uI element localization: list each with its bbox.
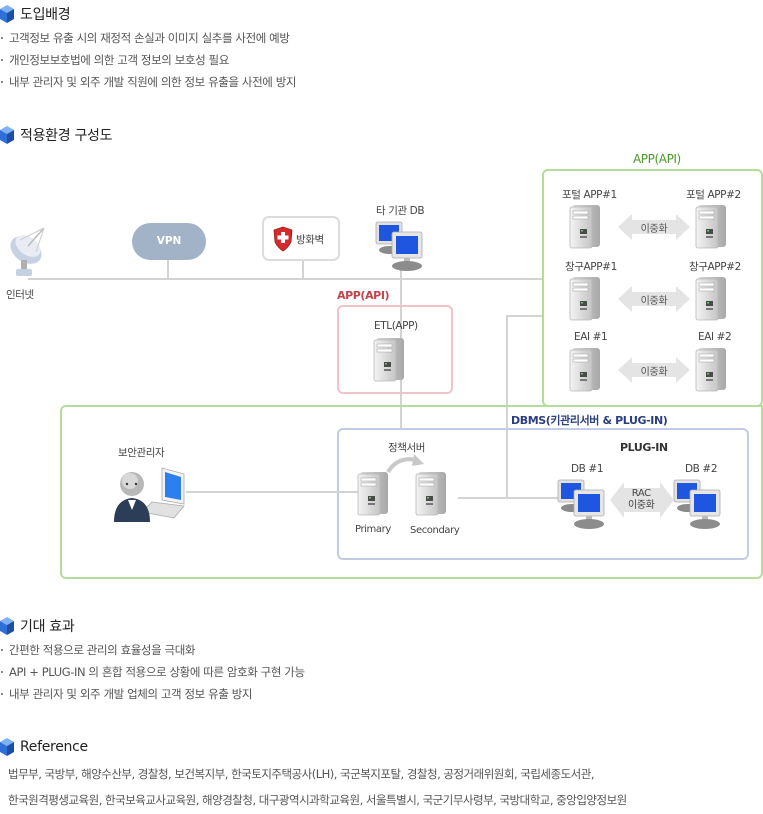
server-label: 포털 APP#2 [686, 189, 741, 201]
admin-to-primary-line [186, 491, 358, 493]
section-title-text: 적용환경 구성도 [20, 128, 113, 144]
redundancy-arrow: 이중화 [618, 286, 690, 312]
server-icon [694, 275, 728, 321]
reference-line: 한국원격평생교육원, 한국보육교사교육원, 해양경찰청, 대구광역시과학교육원,… [8, 793, 627, 807]
server-label: EAI #1 [574, 331, 608, 343]
section-title-text: Reference [20, 739, 88, 755]
app-to-dbms-line-top [506, 315, 543, 317]
vpn-connector [167, 260, 169, 278]
section-title-text: 기대 효과 [20, 619, 75, 635]
redundancy-label: 이중화 [640, 367, 668, 378]
server-label: EAI #2 [698, 331, 732, 343]
cube-icon [0, 5, 14, 23]
redundancy-arrow: 이중화 [618, 357, 690, 383]
redundancy-label: 이중화 [640, 296, 668, 307]
shield-icon [273, 226, 293, 252]
internal-network-box [60, 405, 763, 579]
section-title-intro: 도입배경 [0, 3, 71, 25]
admin-to-primary-line-inner [337, 491, 358, 493]
satellite-dish-icon [10, 227, 45, 276]
rac-label: RAC 이중화 [628, 488, 655, 512]
server-label: 창구APP#2 [689, 261, 741, 273]
firewall-connector [302, 261, 304, 278]
bullet-item: 고객정보 유출 시의 재정적 손실과 이미지 실추를 사전에 예방 [0, 27, 296, 49]
vpn-node: VPN [132, 223, 206, 260]
server-label: 창구APP#1 [565, 261, 617, 273]
server-icon [414, 470, 448, 516]
db-computer-icon [556, 478, 612, 530]
plugin-label: PLUG-IN [620, 441, 668, 454]
section-title-text: 도입배경 [20, 7, 71, 23]
rac-label-line: RAC [631, 488, 651, 499]
etl-group-title: APP(API) [337, 289, 390, 302]
redundancy-label: 이중화 [640, 224, 668, 235]
etl-group-box [337, 305, 453, 394]
server-icon [372, 336, 406, 382]
db2-label: DB #2 [685, 463, 718, 475]
server-icon [568, 346, 602, 392]
bullet-item: 간편한 적용으로 관리의 효율성을 극대화 [0, 639, 305, 661]
internet-label: 인터넷 [6, 289, 34, 301]
bullet-item: API + PLUG-IN 의 혼합 적용으로 상황에 따른 암호화 구현 가능 [0, 661, 305, 683]
etl-label: ETL(APP) [374, 320, 418, 332]
server-icon [568, 275, 602, 321]
curved-arrow-icon [386, 454, 424, 474]
backbone-line [28, 278, 543, 280]
computer-icon [374, 220, 430, 272]
server-icon [694, 346, 728, 392]
db-computer-icon [672, 478, 728, 530]
server-icon [694, 203, 728, 249]
firewall-node: 방화벽 [262, 216, 340, 261]
reference-line: 법무부, 국방부, 해양수산부, 경찰청, 보건복지부, 한국토지주택공사(LH… [8, 767, 594, 781]
app-group-title: APP(API) [633, 152, 681, 166]
bullet-item: 개인정보보호법에 의한 고객 정보의 보호성 필요 [0, 49, 296, 71]
server-icon [568, 203, 602, 249]
rac-double-arrow-icon [610, 482, 674, 518]
server-label: 포털 APP#1 [562, 189, 617, 201]
secondary-label: Secondary [410, 525, 460, 536]
reference-list: 법무부, 국방부, 해양수산부, 경찰청, 보건복지부, 한국토지주택공사(LH… [8, 761, 627, 813]
db1-label: DB #1 [571, 463, 604, 475]
rac-label-line: 이중화 [628, 500, 655, 511]
section-title-diagram: 적용환경 구성도 [0, 124, 113, 146]
cube-icon [0, 126, 14, 144]
security-admin-label: 보안관리자 [118, 447, 165, 459]
dbms-group-title: DBMS(키관리서버 & PLUG-IN) [511, 414, 668, 427]
external-db-label: 타 기관 DB [376, 205, 425, 217]
bullet-item: 내부 관리자 및 외주 개발 직원에 의한 정보 유출을 사전에 방지 [0, 71, 296, 93]
primary-label: Primary [355, 524, 391, 535]
redundancy-arrow: 이중화 [618, 214, 690, 240]
firewall-label: 방화벽 [296, 234, 324, 246]
effect-bullet-list: 간편한 적용으로 관리의 효율성을 극대화 API + PLUG-IN 의 혼합… [0, 639, 305, 705]
secondary-to-db-line [458, 497, 562, 499]
admin-user-icon [114, 467, 185, 522]
policy-server-label: 정책서버 [388, 442, 426, 454]
section-title-reference: Reference [0, 736, 88, 758]
section-title-effect: 기대 효과 [0, 615, 75, 637]
cube-icon [0, 617, 14, 635]
bullet-item: 내부 관리자 및 외주 개발 업체의 고객 정보 유출 방지 [0, 683, 305, 705]
intro-bullet-list: 고객정보 유출 시의 재정적 손실과 이미지 실추를 사전에 예방 개인정보보호… [0, 27, 296, 93]
cube-icon [0, 738, 14, 756]
dbms-group-box [337, 428, 749, 560]
server-icon [356, 470, 390, 516]
